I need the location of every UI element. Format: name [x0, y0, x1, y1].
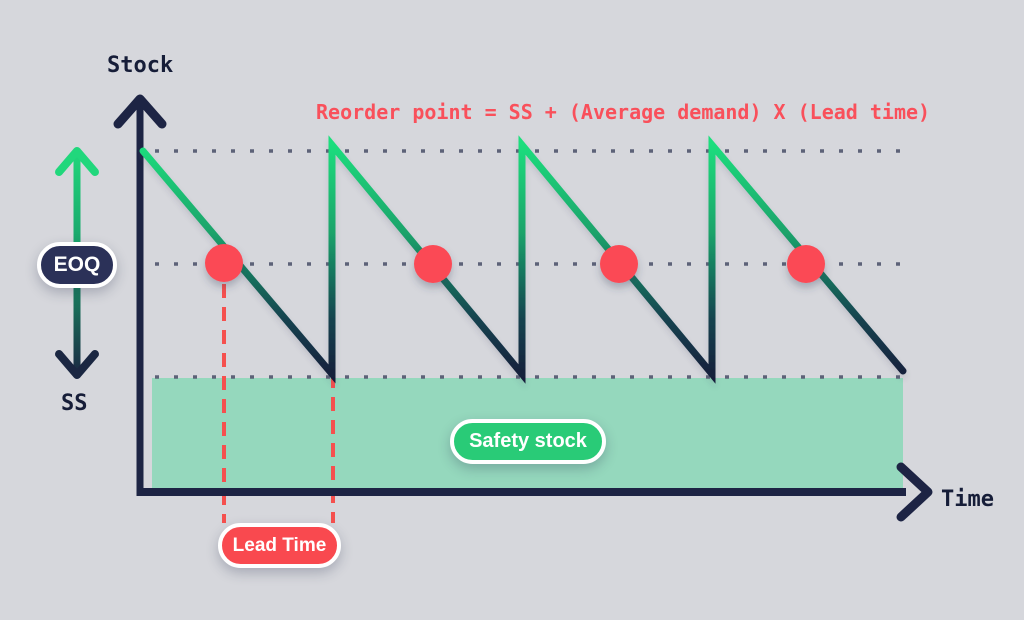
x-axis-arrowhead-icon — [896, 462, 933, 522]
reorder-point-dot — [600, 245, 638, 283]
ss-label: SS — [61, 391, 88, 416]
reorder-point-dot — [787, 245, 825, 283]
eoq-arrow-up-icon — [55, 147, 99, 176]
reorder-point-dot — [205, 244, 243, 282]
lead-time-badge: Lead Time — [218, 523, 341, 568]
y-axis-label: Stock — [107, 53, 174, 78]
eoq-arrow-down-icon — [55, 350, 99, 379]
reorder-point-dot — [414, 245, 452, 283]
eoq-badge: EOQ — [37, 242, 117, 288]
y-axis-arrowhead-icon — [113, 94, 167, 129]
reorder-point-formula: Reorder point = SS + (Average demand) X … — [316, 100, 931, 124]
safety-stock-badge: Safety stock — [450, 419, 606, 464]
x-axis-label: Time — [941, 487, 994, 512]
inventory-sawtooth-line — [139, 135, 907, 384]
